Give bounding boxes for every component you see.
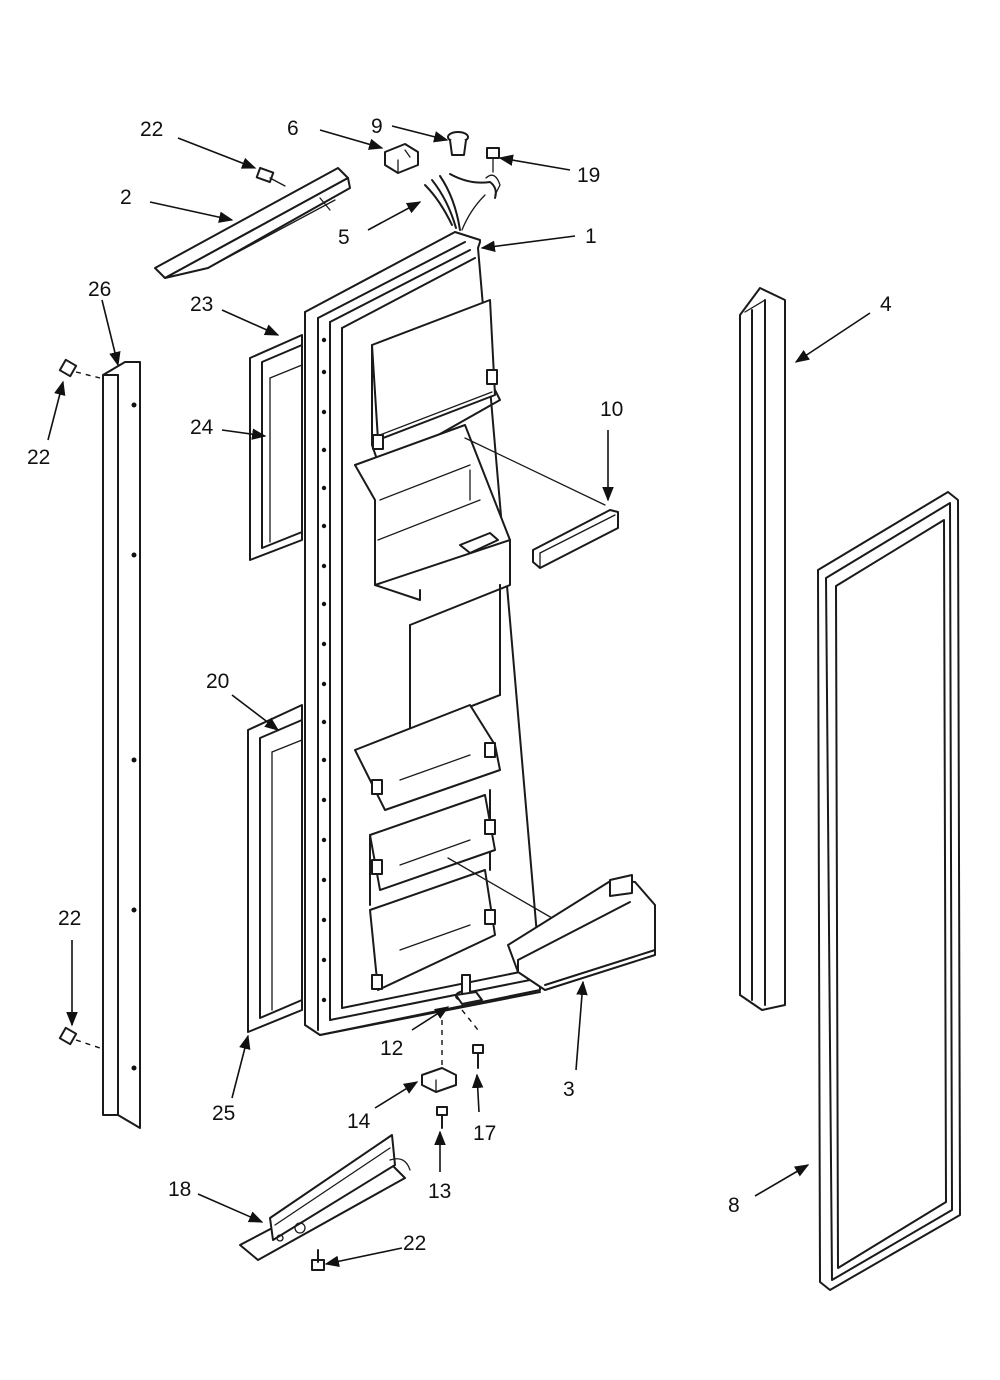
label-22-top: 22 [140, 118, 163, 141]
label-13: 13 [428, 1180, 451, 1203]
vertical-trim-part [739, 287, 786, 1011]
label-22-left-lower: 22 [58, 907, 81, 930]
top-trim-part [154, 167, 351, 279]
label-18: 18 [168, 1178, 191, 1201]
hinge-part [441, 974, 483, 1075]
label-5: 5 [338, 226, 350, 249]
connector-part [384, 143, 419, 174]
label-23: 23 [190, 293, 213, 316]
lower-panel-part [247, 704, 303, 1033]
label-2: 2 [120, 186, 132, 209]
screw-icon [58, 358, 101, 379]
label-20: 20 [206, 670, 229, 693]
wire-harness-part [424, 173, 497, 231]
screw-icon [311, 1249, 325, 1271]
label-12: 12 [380, 1037, 403, 1060]
label-17: 17 [473, 1122, 496, 1145]
hinge-block-part [421, 1067, 457, 1093]
label-14: 14 [347, 1110, 371, 1133]
label-25: 25 [212, 1102, 235, 1125]
upper-panel-part [249, 334, 303, 561]
label-22-bottom: 22 [403, 1232, 426, 1255]
label-6: 6 [287, 117, 299, 140]
small-strip-part [532, 509, 619, 569]
door-liner-part [304, 231, 606, 1036]
label-22-left-upper: 22 [27, 446, 50, 469]
screw-icon [255, 166, 286, 187]
bottom-bracket-part [239, 1134, 411, 1261]
screw-icon [485, 147, 501, 196]
leader-lines [47, 125, 871, 1267]
door-gasket-part [817, 491, 961, 1291]
screw-icon [58, 1026, 101, 1049]
part-labels: 22 2 6 9 19 5 1 26 23 4 24 22 10 20 22 1… [27, 115, 892, 1255]
plug-part [447, 131, 469, 156]
door-bin-part [507, 874, 656, 991]
screw-icon [436, 1106, 448, 1129]
label-3: 3 [563, 1078, 575, 1101]
label-9: 9 [371, 115, 383, 138]
side-strip-part [102, 361, 141, 1129]
label-19: 19 [577, 164, 600, 187]
label-1: 1 [585, 225, 597, 248]
screw-icon [472, 1044, 484, 1069]
label-26: 26 [88, 278, 111, 301]
label-24: 24 [190, 416, 214, 439]
label-4: 4 [880, 293, 892, 316]
label-10: 10 [600, 398, 623, 421]
label-8: 8 [728, 1194, 740, 1217]
